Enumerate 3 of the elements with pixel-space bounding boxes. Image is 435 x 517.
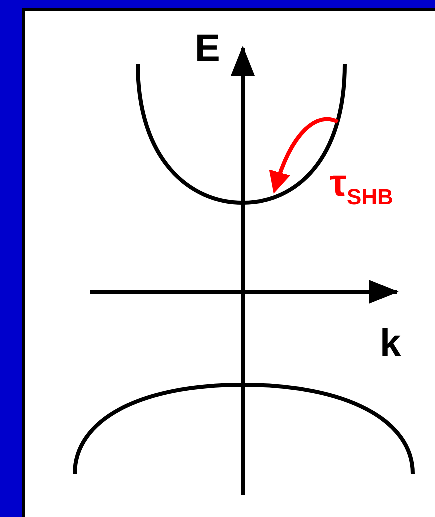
axis-label: E [195,30,220,68]
axis-label: k [380,325,402,363]
time-constant-label: τ$_{SHB}$ [330,165,394,209]
